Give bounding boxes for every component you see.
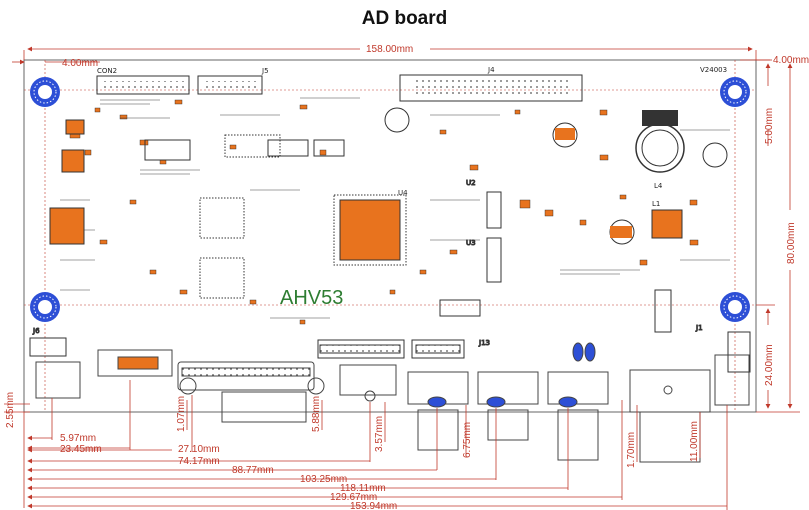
dimension-width: 158.00mm: [23, 44, 757, 60]
dim-v1-label: 1.07mm: [176, 396, 187, 432]
dim-right-conn-label: 24.00mm: [764, 344, 775, 386]
label-j5: J5: [261, 67, 269, 75]
diagram-title: AD board: [361, 8, 448, 29]
label-j1: J1: [695, 324, 703, 332]
dim-h6-label: 103.25mm: [300, 474, 347, 485]
dimension-vertical-labels: 1.07mm 5.88mm 3.57mm 6.75mm 1.70mm 11.00…: [176, 396, 700, 468]
mount-hole-bottom-left: [30, 292, 60, 322]
ic-left-side: [49, 119, 281, 299]
dim-v6-label: 11.00mm: [689, 421, 700, 462]
pin-headers-middle: J13 U2 U3 J1 J6: [29, 139, 751, 373]
label-j4: J4: [487, 66, 495, 74]
board-name: AHV53: [280, 287, 343, 309]
dim-h3-label: 27.10mm: [178, 444, 220, 455]
mount-hole-top-right: [720, 77, 750, 107]
dim-h8-label: 129.67mm: [330, 492, 377, 503]
mount-hole-top-left: [30, 77, 60, 107]
label-u2: U2: [466, 179, 476, 187]
dim-v4-label: 6.75mm: [462, 422, 473, 458]
label-u3: U3: [466, 239, 476, 247]
label-l4: L4: [654, 182, 663, 190]
silk-text-texture: [60, 97, 730, 319]
label-v24003: V24003: [700, 66, 727, 74]
dim-width-label: 158.00mm: [366, 44, 413, 55]
dimension-chain: [23, 380, 728, 510]
bottom-connectors: [35, 342, 750, 463]
ic-u4-main-chip: U4: [333, 189, 408, 266]
dim-height-label: 80.00mm: [786, 222, 797, 264]
dimension-right-conn: 24.00mm: [756, 304, 775, 409]
dimension-bottom-offset: 2.55mm: [4, 392, 30, 428]
dim-v3-label: 3.57mm: [374, 416, 385, 452]
dimension-verticals: [186, 400, 701, 462]
dim-top-offset-label: 5.00mm: [764, 108, 775, 144]
label-con2: CON2: [97, 67, 117, 75]
dimension-top-offset: 5.00mm: [764, 63, 775, 146]
inductors: L4 L1: [384, 107, 728, 245]
dim-h9-label: 153.94mm: [350, 501, 397, 510]
dimension-left-margin: 4.00mm: [12, 58, 100, 69]
dim-right-margin-label: 4.00mm: [773, 55, 809, 66]
dim-bottom-offset-label: 2.55mm: [5, 392, 16, 428]
dim-v2-label: 5.88mm: [311, 396, 322, 432]
label-j13: J13: [478, 339, 490, 347]
label-u4: U4: [398, 189, 408, 197]
label-j6: J6: [32, 327, 40, 335]
dim-left-margin-label: 4.00mm: [62, 58, 98, 69]
connector-con2: CON2 J5 J4 V24003: [96, 66, 727, 102]
dim-h2-label: 23.45mm: [60, 444, 102, 455]
dimension-chain-labels: 5.97mm 23.45mm 27.10mm 74.17mm 88.77mm 1…: [60, 433, 397, 510]
dim-h7-label: 118.11mm: [340, 483, 386, 494]
dim-h1-label: 5.97mm: [60, 433, 96, 444]
dimension-height: 80.00mm: [756, 59, 800, 413]
label-l1: L1: [652, 200, 660, 208]
dim-v5-label: 1.70mm: [626, 432, 637, 468]
dim-h4-label: 74.17mm: [178, 456, 220, 467]
dim-h5-label: 88.77mm: [232, 465, 274, 476]
mount-hole-bottom-right: [720, 292, 750, 322]
